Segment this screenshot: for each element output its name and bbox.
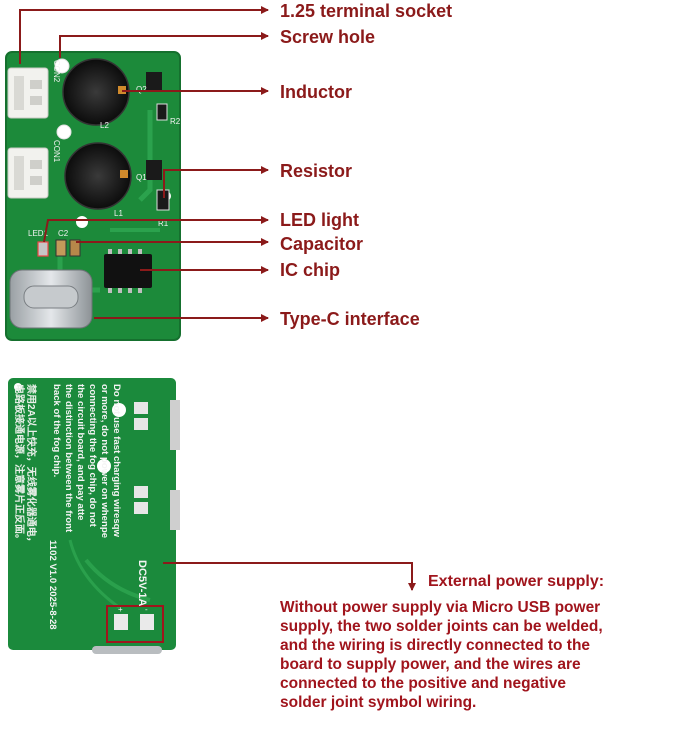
resistor-r2: R2 [156, 103, 181, 126]
silk-q1: Q1 [136, 173, 147, 182]
back-cn-line-1: 禁用2A以上快充，无线雾化器通电， [25, 384, 36, 547]
label-terminal-socket: 1.25 terminal socket [280, 1, 453, 21]
arrow-screw-hole [59, 32, 269, 58]
leader-lines [19, 6, 416, 591]
screw-hole-mid [56, 124, 72, 140]
label-resistor: Resistor [280, 161, 353, 181]
capacitor-c2 [55, 239, 67, 257]
inductor-l1 [64, 142, 132, 210]
transistor-q1 [146, 160, 162, 180]
solder-pad-plus [114, 614, 128, 630]
pcb-back: + - [8, 378, 180, 654]
svg-text:R1: R1 [158, 219, 169, 228]
back-version: 1102 V1.0 2025-8-28 [47, 540, 58, 630]
label-capacitor: Capacitor [280, 234, 364, 254]
label-screw-hole: Screw hole [280, 27, 376, 47]
screw-hole-top [54, 58, 70, 74]
note-line-3: and the wiring is directly connected to … [280, 637, 591, 654]
back-warning-line-6: back of the fog chip. [51, 384, 62, 478]
silk-c2: C2 [58, 229, 69, 238]
transistor-q2 [146, 72, 162, 92]
inductor-l2 [62, 58, 130, 126]
back-warning-line-3: connecting the fog chip, do not [87, 384, 98, 527]
solder-pad-minus [140, 614, 154, 630]
label-ic-chip: IC chip [280, 260, 341, 280]
note-line-6: solder joint symbol wiring. [280, 694, 477, 711]
screw-hole-bot [76, 216, 88, 228]
type-c-port [9, 269, 93, 329]
back-warning-line-4: the circuit board, and pay atte [75, 384, 86, 521]
back-warning-line-2: or more, do not power on whenpe [99, 384, 110, 539]
note-line-5: connected to the positive and negative [280, 675, 566, 692]
connector-con1 [7, 147, 49, 199]
note-line-2: supply, the two solder joints can be wel… [280, 618, 603, 635]
arrow-led [43, 216, 269, 243]
back-cn-line-2: 电路板接通电源，注意雾片正反面。 [13, 384, 24, 544]
label-type-c: Type-C interface [280, 309, 420, 329]
pcb-front: CON2 CON1 L2 L1 Q2 Q1 R2 R1 LED1 [5, 51, 181, 341]
solder-joint-box [106, 605, 164, 643]
arrow-resistor [163, 166, 269, 198]
silk-plus: + [118, 605, 123, 614]
silk-con2: CON2 [52, 60, 61, 83]
note-line-4: board to supply power, and the wires are [280, 656, 581, 673]
back-warning-line-5: the distinction between the front [63, 384, 74, 533]
silk-l1: L1 [114, 209, 123, 218]
silk-q2: Q2 [136, 85, 147, 94]
ic-chip [104, 249, 152, 293]
silk-minus: - [145, 605, 148, 614]
svg-text:R2: R2 [170, 117, 181, 126]
silk-con1: CON1 [52, 140, 61, 163]
connector-con2 [7, 67, 49, 119]
back-dc-label: DC5V-1A [136, 560, 148, 607]
label-led-light: LED light [280, 210, 359, 230]
note-title: External power supply: [428, 573, 605, 590]
note-line-1: Without power supply via Micro USB power [280, 599, 601, 616]
arrow-terminal-socket [19, 6, 269, 64]
label-inductor: Inductor [280, 82, 352, 102]
back-warning-line-1: Do not use fast charging wiresqw [111, 384, 122, 537]
pcb-back-board [8, 378, 176, 650]
resistor-r1: R1 [156, 189, 170, 228]
silk-led1: LED1 [28, 229, 49, 238]
silk-l2: L2 [100, 121, 109, 130]
led1 [37, 241, 49, 257]
arrow-external-power [163, 562, 416, 591]
capacitor-c1 [69, 239, 81, 257]
